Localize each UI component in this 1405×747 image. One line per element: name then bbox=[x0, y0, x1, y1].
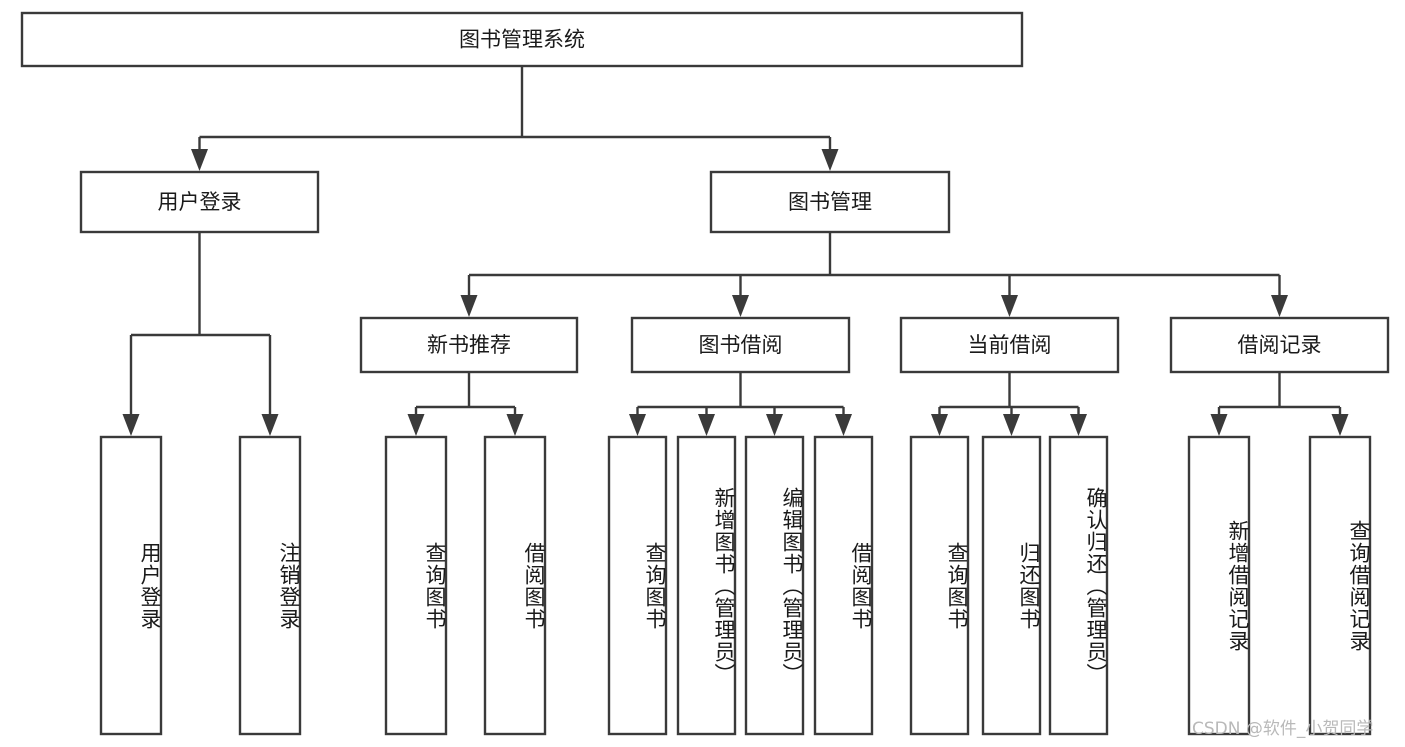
node-box-user-logout[interactable] bbox=[238, 435, 302, 736]
node-box-rec-query-book[interactable] bbox=[384, 435, 448, 736]
node-box-br-add-record[interactable] bbox=[1187, 435, 1251, 736]
node-label-user-login: 用户登录 bbox=[158, 190, 242, 214]
boxes-layer bbox=[20, 11, 1390, 736]
node-label-book-borrow: 图书借阅 bbox=[699, 333, 783, 357]
node-box-br-query-record[interactable] bbox=[1308, 435, 1372, 736]
node-box-user-login[interactable] bbox=[79, 170, 320, 234]
node-box-cb-confirm-return[interactable] bbox=[1048, 435, 1109, 736]
node-label-borrow-record: 借阅记录 bbox=[1238, 333, 1322, 357]
node-box-root[interactable] bbox=[20, 11, 1024, 68]
node-label-root: 图书管理系统 bbox=[459, 28, 585, 52]
node-box-cb-query-book[interactable] bbox=[909, 435, 970, 736]
node-box-user-login-do[interactable] bbox=[99, 435, 163, 736]
csdn-watermark: CSDN @软件_小贺同学 bbox=[1192, 719, 1374, 739]
node-box-bb-edit-book[interactable] bbox=[744, 435, 805, 736]
node-box-book-management[interactable] bbox=[709, 170, 951, 234]
node-box-bb-add-book[interactable] bbox=[676, 435, 737, 736]
node-label-book-management: 图书管理 bbox=[788, 190, 872, 214]
node-label-current-borrow: 当前借阅 bbox=[968, 333, 1052, 357]
node-box-bb-borrow-book[interactable] bbox=[813, 435, 874, 736]
node-box-current-borrow[interactable] bbox=[899, 316, 1120, 374]
node-box-new-book-recommend[interactable] bbox=[359, 316, 579, 374]
connectors-layer bbox=[122, 66, 1349, 436]
node-label-new-book-recommend: 新书推荐 bbox=[427, 333, 511, 357]
node-box-cb-return-book[interactable] bbox=[981, 435, 1042, 736]
node-box-bb-query-book[interactable] bbox=[607, 435, 668, 736]
node-box-borrow-record[interactable] bbox=[1169, 316, 1390, 374]
node-box-book-borrow[interactable] bbox=[630, 316, 851, 374]
node-box-rec-borrow-book[interactable] bbox=[483, 435, 547, 736]
